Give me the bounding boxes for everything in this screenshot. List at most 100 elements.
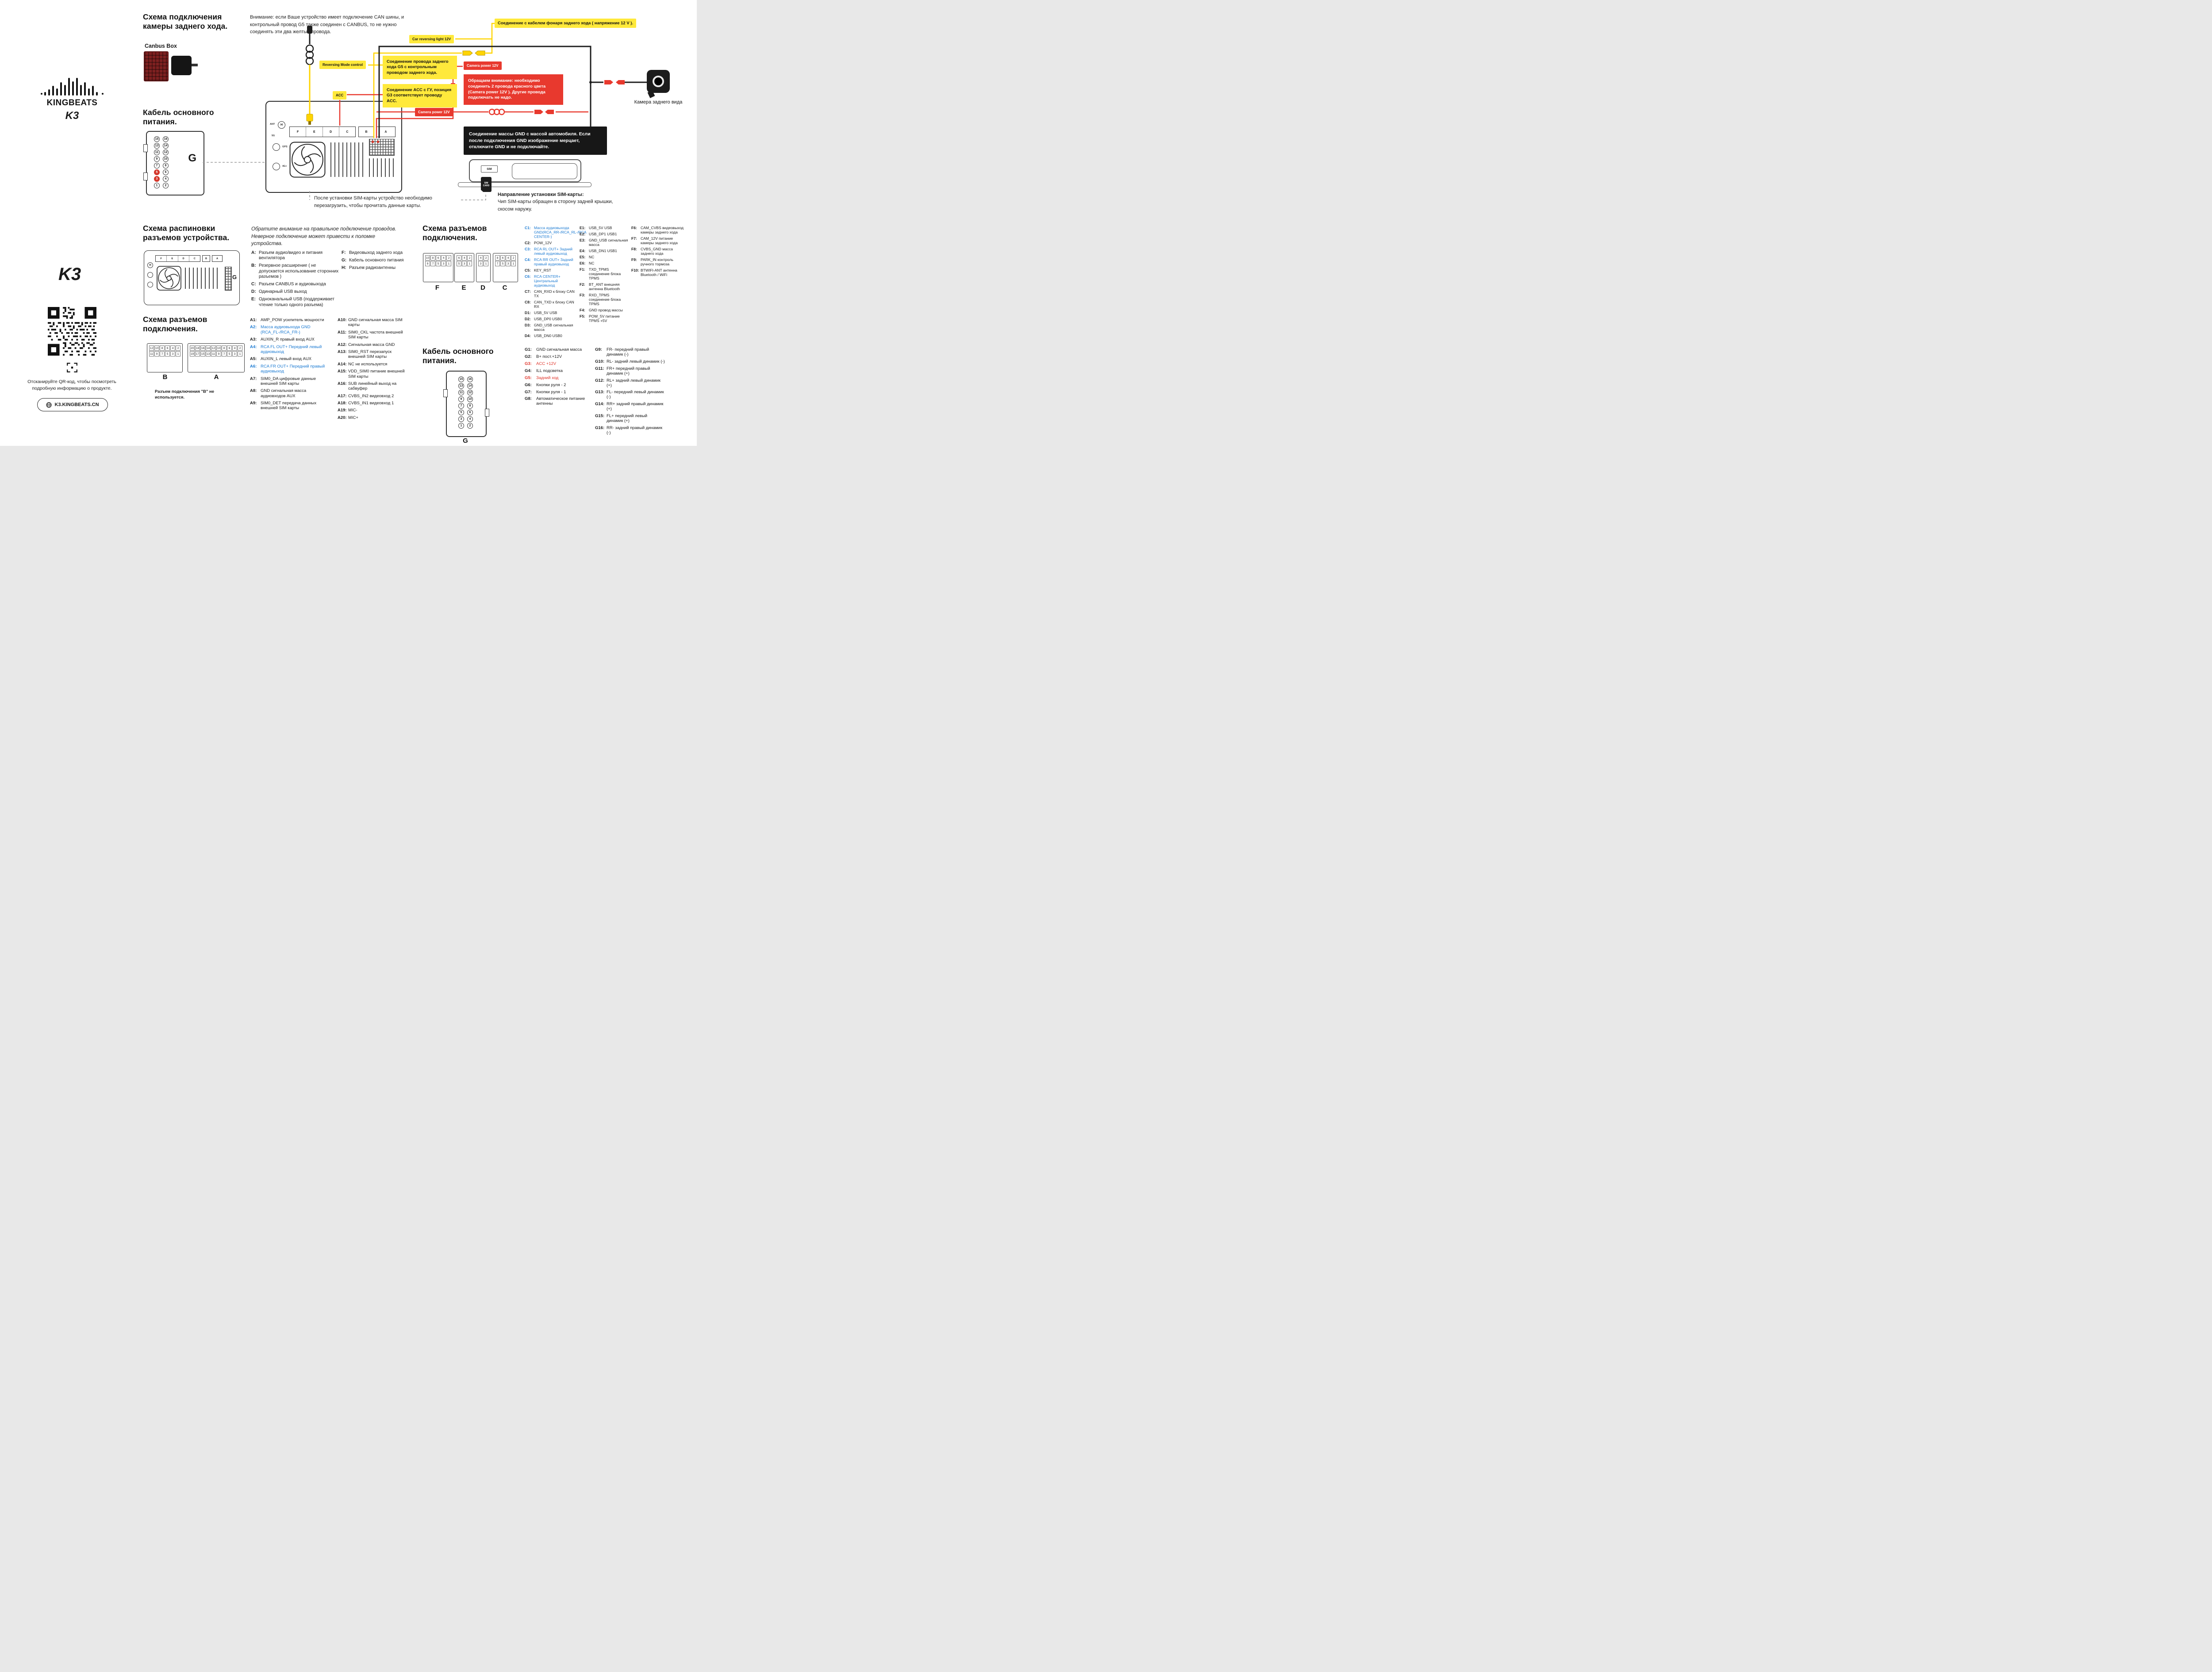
camera-lens xyxy=(653,76,664,87)
list-entry: G: Кабель основного питания xyxy=(342,258,416,263)
entry-key: E4: xyxy=(580,249,586,253)
entry-key: F7: xyxy=(631,236,637,241)
g-pin-list-2: G9: FR- передний правый динамик (-) G10:… xyxy=(595,347,665,438)
ant-label: ANT xyxy=(270,123,275,126)
entry-text: ACC +12V xyxy=(536,361,557,366)
entry-key: C3: xyxy=(525,247,531,252)
entry-key: G16: xyxy=(595,425,605,430)
ef-pin-list: E1: USB_5V USB E2: USB_DP1 USB1 E3: GND_… xyxy=(580,226,630,325)
connector-pin: 12 xyxy=(467,390,473,395)
entry-key: C7: xyxy=(525,289,531,294)
connector-pin: 16 xyxy=(163,136,169,142)
entry-key: A2: xyxy=(250,325,257,330)
cd-pin-list: C1: Масса аудиовыхода GND(RCA_RR-/RCA_RL… xyxy=(525,226,586,340)
entry-text: CAM_CVBS видеовыход камеры заднего хода xyxy=(641,226,684,235)
connector-pin: 3 xyxy=(154,176,160,182)
entry-text: USB_5V USB xyxy=(589,226,612,230)
sim-slot[interactable]: SIM xyxy=(481,165,498,173)
list-entry: D4: USB_DN0 USB0 xyxy=(525,334,579,338)
power-pin-red xyxy=(372,141,374,143)
pin-number: 4 xyxy=(441,255,446,261)
connector-pin: 14 xyxy=(467,383,473,389)
entry-key: A4: xyxy=(250,344,257,349)
list-entry: A15: VDD_SIM0 питание внешней SIM карты xyxy=(338,369,406,379)
pin-row-bottom: 19 17 15 13 11 9 7 5 3 1 xyxy=(190,351,242,357)
entry-key: A9: xyxy=(250,401,257,406)
entry-key: F3: xyxy=(580,293,585,298)
connector-segment-letter: C xyxy=(193,257,196,260)
list-entry: G5: Задний ход xyxy=(525,376,593,381)
pinout-warning-note: Обратите внимание на правильное подключе… xyxy=(251,226,396,247)
connector-pin: 10 xyxy=(467,396,473,402)
list-entry: E1: USB_5V USB xyxy=(580,226,630,230)
note-camera-power: Обращаем внимание: необходимо соединить … xyxy=(464,74,563,105)
conn-section-title-left: Схема разъемов подключения. xyxy=(143,315,207,333)
entry-text: GND сигнальная масса SIM карты xyxy=(348,318,403,328)
pin-number: 15 xyxy=(200,351,205,357)
list-entry: F8: CVBS_GND масса заднего хода xyxy=(631,247,685,256)
entry-key: A11: xyxy=(338,330,347,335)
entry-text: RR- задний правый динамик (-) xyxy=(607,425,663,435)
entry-text: Кабель основного питания xyxy=(349,258,404,263)
entry-key: E1: xyxy=(580,226,586,230)
pin-row-bottom: 3 1 xyxy=(478,261,488,266)
connector-tab xyxy=(485,409,489,417)
pin-number: 2 xyxy=(467,255,472,261)
gps-label: GPS xyxy=(282,146,288,148)
entry-text: Разъем радиоантенны xyxy=(349,265,396,271)
entry-key: C: xyxy=(251,281,256,287)
vent-slots xyxy=(185,268,220,289)
entry-key: A6: xyxy=(250,364,257,369)
entry-text: SUB линейный выход на сабвуфер xyxy=(348,381,397,391)
pin-number: 11 xyxy=(211,351,216,357)
list-entry: F: Видеовыход заднего хода xyxy=(342,250,416,256)
connector-e-label: E xyxy=(461,284,466,291)
entry-key: G11: xyxy=(595,366,604,371)
entry-key: A14: xyxy=(338,361,347,367)
list-entry: C4: RCA RR OUT+ Задний правый аудиовыход xyxy=(525,257,579,266)
entry-key: G13: xyxy=(595,390,605,395)
list-entry: G3: ACC +12V xyxy=(525,361,593,367)
entry-key: F9: xyxy=(631,257,637,262)
entry-key: F2: xyxy=(580,282,585,287)
list-entry: A18: CVBS_IN1 видеовход 1 xyxy=(338,401,406,406)
list-entry: C5: KEY_RST xyxy=(525,268,579,272)
entry-text: RCA CENTER+ Центральный аудиовыход xyxy=(534,274,561,288)
list-entry: C: Разъем CANBUS и аудиовыхода xyxy=(251,282,339,287)
sim-reboot-note: После установки SIM-карты устройство нео… xyxy=(314,196,432,208)
list-entry: A2: Масса аудиовыхода GND (RCA_FL-/RCA_F… xyxy=(250,325,330,335)
connector-letter-g: G xyxy=(188,152,196,164)
entry-text: USB_DP1 USB1 xyxy=(589,232,617,237)
connector-pin: 8 xyxy=(163,163,169,169)
pin-number: 2 xyxy=(176,345,180,351)
bullet-connector-yellow-icon xyxy=(462,50,473,56)
connector-pin: 1 xyxy=(458,423,464,429)
pin-number: 5 xyxy=(457,261,461,266)
entry-key: A12: xyxy=(338,342,347,347)
tag-reversing-mode: Reversing Mode control xyxy=(319,61,366,69)
radio-antenna-port: H xyxy=(147,262,153,268)
entry-text: BT_ANT внешняя антенна Bluetooth xyxy=(589,282,620,291)
site-button[interactable]: K3.KINGBEATS.CN xyxy=(37,398,108,411)
connector-strip-fedc: F E D C xyxy=(155,255,200,262)
brand-name: KINGBEATS xyxy=(46,98,98,107)
pin-number: 11 xyxy=(149,351,154,357)
entry-key: A7: xyxy=(250,376,257,381)
list-entry: G11: FR+ передний правый динамик (+) xyxy=(595,366,665,376)
pin-row-top: 8 6 4 2 xyxy=(495,255,516,261)
entry-text: Разъем аудио/видео и питания вентилятора xyxy=(259,250,323,261)
pin-number: 8 xyxy=(495,255,500,261)
list-entry: D2: USB_DP0 USB0 xyxy=(525,317,579,321)
sim-card-icon: SIM CARD xyxy=(481,177,492,192)
entry-key: D: xyxy=(251,289,256,295)
connector-pin: 9 xyxy=(154,156,160,162)
pin-number: 3 xyxy=(232,351,237,357)
entry-text: GND сигнальная масса xyxy=(536,347,582,352)
qr-caption: Отсканируйте QR-код, чтобы посмотреть по… xyxy=(27,379,116,391)
connector-segment-letter: C xyxy=(346,130,349,134)
entry-key: F4: xyxy=(580,308,585,313)
pin-number: 3 xyxy=(170,351,175,357)
connector-pin: 15 xyxy=(458,376,464,382)
entry-key: G2: xyxy=(525,354,532,359)
pin-number: 13 xyxy=(206,351,211,357)
